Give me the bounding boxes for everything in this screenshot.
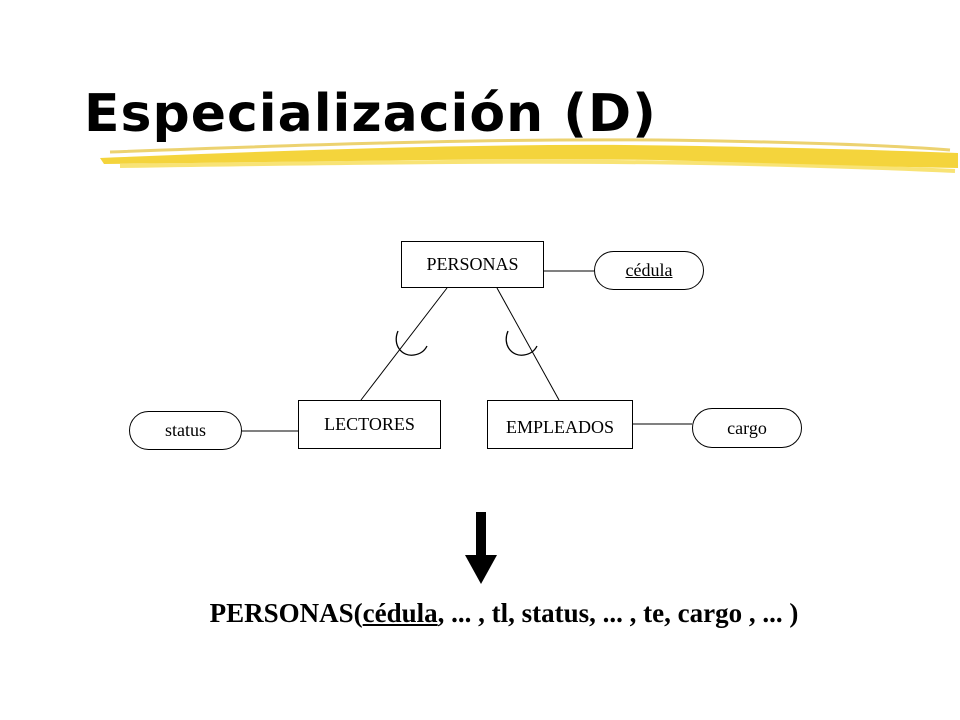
subset-symbol-lectores (395, 330, 428, 356)
attribute-cargo: cargo (692, 408, 802, 448)
down-arrow (465, 512, 497, 584)
attribute-cedula-label: cédula (625, 260, 673, 280)
slide-title: Especialización (D) (84, 84, 657, 144)
attribute-status-label: status (164, 420, 206, 440)
entity-empleados-label: EMPLEADOS (505, 417, 614, 437)
attribute-status: status (129, 411, 242, 450)
entity-personas: PERSONAS (401, 241, 544, 288)
schema-prefix: PERSONAS( (209, 598, 363, 628)
attribute-cedula: cédula (594, 251, 704, 290)
entity-lectores: LECTORES (298, 400, 441, 449)
entity-empleados: EMPLEADOS (487, 400, 633, 449)
connector-personas-empleados (496, 287, 560, 401)
attribute-cargo-label: cargo (727, 417, 767, 438)
relational-schema: PERSONAS(cédula, ... , tl, status, ... ,… (0, 598, 960, 629)
subset-symbol-empleados (505, 330, 538, 356)
entity-personas-label: PERSONAS (426, 254, 519, 274)
schema-rest: , ... , tl, status, ... , te, cargo , ..… (437, 598, 799, 628)
entity-lectores-label: LECTORES (324, 414, 415, 434)
connector-personas-lectores (360, 287, 448, 401)
schema-key: cédula (362, 598, 438, 628)
